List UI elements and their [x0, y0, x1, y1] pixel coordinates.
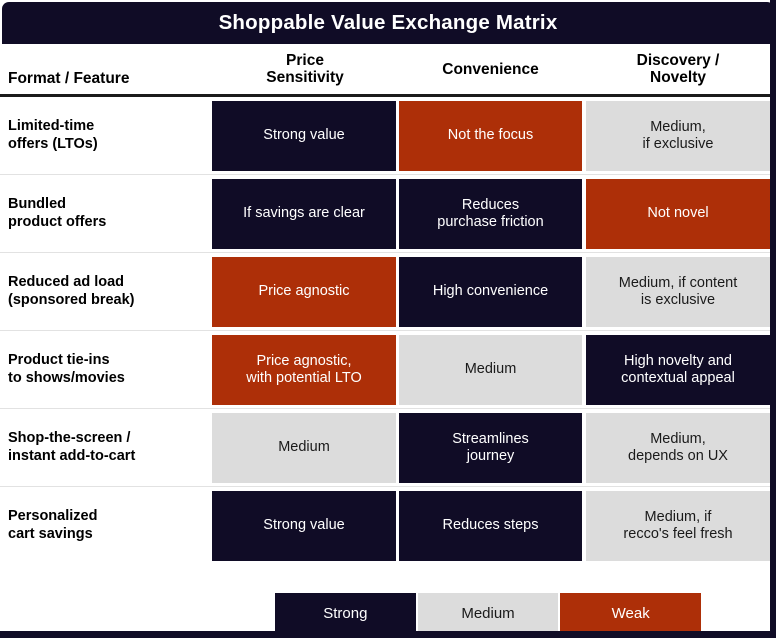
column-header-convenience: Convenience: [442, 60, 539, 78]
row-label: Shop-the-screen /instant add-to-cart: [8, 429, 136, 464]
matrix-cell-weak: Not the focus: [399, 101, 582, 171]
matrix-cell-strong: Strong value: [212, 101, 396, 171]
matrix-cell-weak: Price agnostic,with potential LTO: [212, 335, 396, 405]
matrix-cell-weak: Price agnostic: [212, 257, 396, 327]
matrix-cell-medium: Medium,if exclusive: [586, 101, 770, 171]
title-bar: Shoppable Value Exchange Matrix: [2, 2, 774, 44]
matrix-cell-medium: Medium: [212, 413, 396, 483]
matrix-cell-strong: If savings are clear: [212, 179, 396, 249]
table-row: Reduced ad load(sponsored break) Price ag…: [0, 253, 776, 331]
page-title: Shoppable Value Exchange Matrix: [218, 10, 558, 34]
matrix-cell-medium: Medium: [399, 335, 582, 405]
column-header-format-feature: Format / Feature: [8, 70, 130, 88]
matrix-cell-strong: Reduces steps: [399, 491, 582, 561]
legend-item-medium: Medium: [417, 593, 559, 633]
column-header-discovery-novelty: Discovery /Novelty: [636, 52, 720, 86]
legend-item-weak: Weak: [560, 593, 702, 633]
right-edge-bar: [770, 0, 776, 638]
legend-item-strong: Strong: [275, 593, 416, 633]
bottom-bar: [0, 631, 776, 638]
header-divider: [0, 94, 776, 97]
matrix-cell-strong: High convenience: [399, 257, 582, 327]
matrix-cell-weak: Not novel: [586, 179, 770, 249]
row-label: Reduced ad load(sponsored break): [8, 273, 135, 308]
table-row: Shop-the-screen /instant add-to-cart Medi…: [0, 409, 776, 487]
matrix-cell-medium: Medium,depends on UX: [586, 413, 770, 483]
matrix-cell-strong: Strong value: [212, 491, 396, 561]
